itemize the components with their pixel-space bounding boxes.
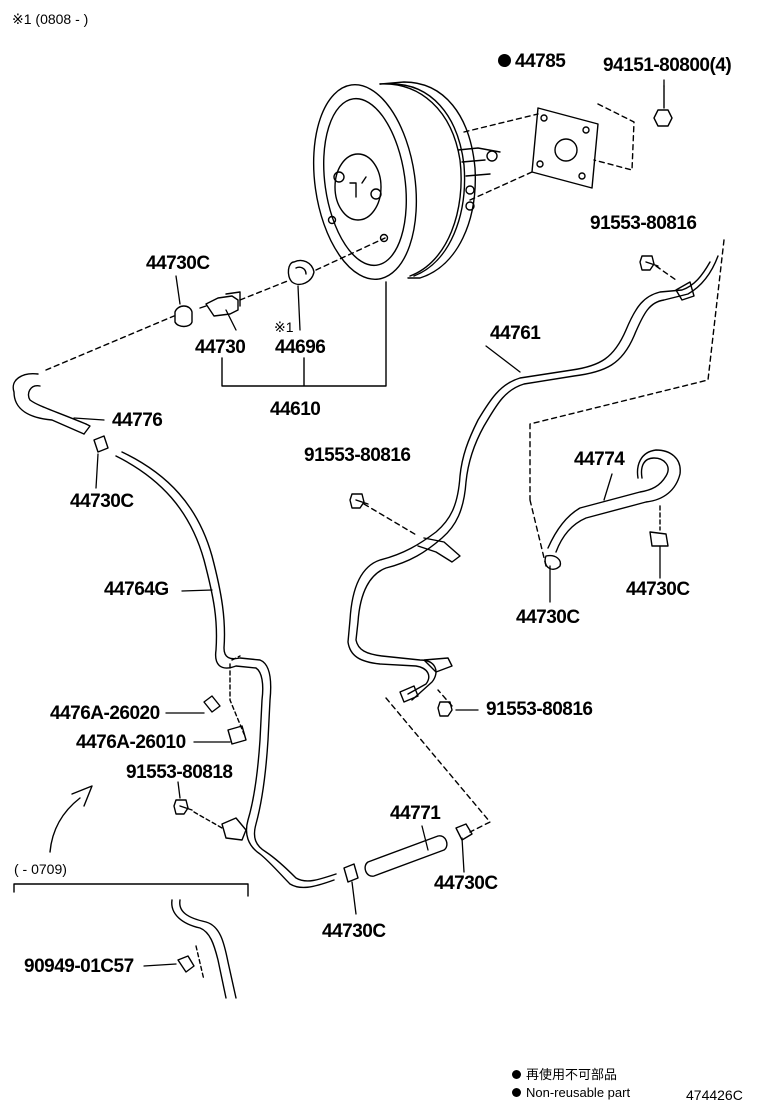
part-label-91553-80818[interactable]: 91553-80818 xyxy=(126,762,233,783)
header-note: ※1 (0808 - ) xyxy=(12,11,89,27)
non-reusable-marker-icon xyxy=(498,54,511,67)
hose-44776-drawing xyxy=(12,373,109,453)
pipe-44761-drawing xyxy=(347,239,725,833)
nut-drawing xyxy=(653,85,673,127)
part-label-44764G[interactable]: 44764G xyxy=(104,579,169,600)
part-label-91553-80816-mid[interactable]: 91553-80816 xyxy=(304,445,411,466)
part-label-44785[interactable]: 44785 xyxy=(498,51,566,72)
check-valve-drawing xyxy=(45,237,387,387)
part-label-44730[interactable]: 44730 xyxy=(195,337,246,358)
leader-lines xyxy=(73,79,665,967)
hose-44771-drawing xyxy=(343,823,473,883)
gasket-drawing xyxy=(463,103,635,201)
brake-booster-drawing xyxy=(312,81,501,280)
part-label-44730C-mid[interactable]: 44730C xyxy=(516,607,580,628)
part-label-44761[interactable]: 44761 xyxy=(490,323,541,344)
range-note: ( - 0709) xyxy=(14,861,67,877)
part-label-44730C-top[interactable]: 44730C xyxy=(146,253,210,274)
part-label-44730C-bottom[interactable]: 44730C xyxy=(322,921,386,942)
part-label-44696[interactable]: 44696 xyxy=(275,337,326,358)
part-label-44696-note-mark: ※1 xyxy=(274,319,294,335)
direction-arrow-drawing xyxy=(49,785,93,853)
part-label-44774[interactable]: 44774 xyxy=(574,449,625,470)
part-label-44730C-bottom-right[interactable]: 44730C xyxy=(434,873,498,894)
hose-44774-drawing xyxy=(544,449,681,570)
tube-44764G-drawing xyxy=(115,451,337,889)
part-label-44771[interactable]: 44771 xyxy=(390,803,441,824)
part-label-4476A-26020[interactable]: 4476A-26020 xyxy=(50,703,160,724)
range-bracket-drawing xyxy=(13,883,249,999)
part-label-91553-80816-top[interactable]: 91553-80816 xyxy=(590,213,697,234)
part-label-44776[interactable]: 44776 xyxy=(112,410,163,431)
legend-en-text: Non-reusable part xyxy=(526,1085,631,1100)
part-label-4476A-26010[interactable]: 4476A-26010 xyxy=(76,732,186,753)
bullet-icon xyxy=(512,1070,521,1079)
part-label-44730C-right[interactable]: 44730C xyxy=(626,579,690,600)
part-number: 44785 xyxy=(515,51,566,72)
part-label-44730C-left[interactable]: 44730C xyxy=(70,491,134,512)
part-label-91553-80816-low[interactable]: 91553-80816 xyxy=(486,699,593,720)
part-label-94151-80800[interactable]: 94151-80800(4) xyxy=(603,55,732,76)
legend-en: Non-reusable part xyxy=(512,1086,630,1099)
bolts-drawing xyxy=(173,255,659,815)
part-label-90949-01C57[interactable]: 90949-01C57 xyxy=(24,956,134,977)
bullet-icon xyxy=(512,1088,521,1097)
legend-jp: 再使用不可部品 xyxy=(512,1068,617,1081)
part-label-44610[interactable]: 44610 xyxy=(270,399,321,420)
legend-jp-text: 再使用不可部品 xyxy=(526,1067,618,1082)
diagram-id: 474426C xyxy=(686,1087,743,1103)
